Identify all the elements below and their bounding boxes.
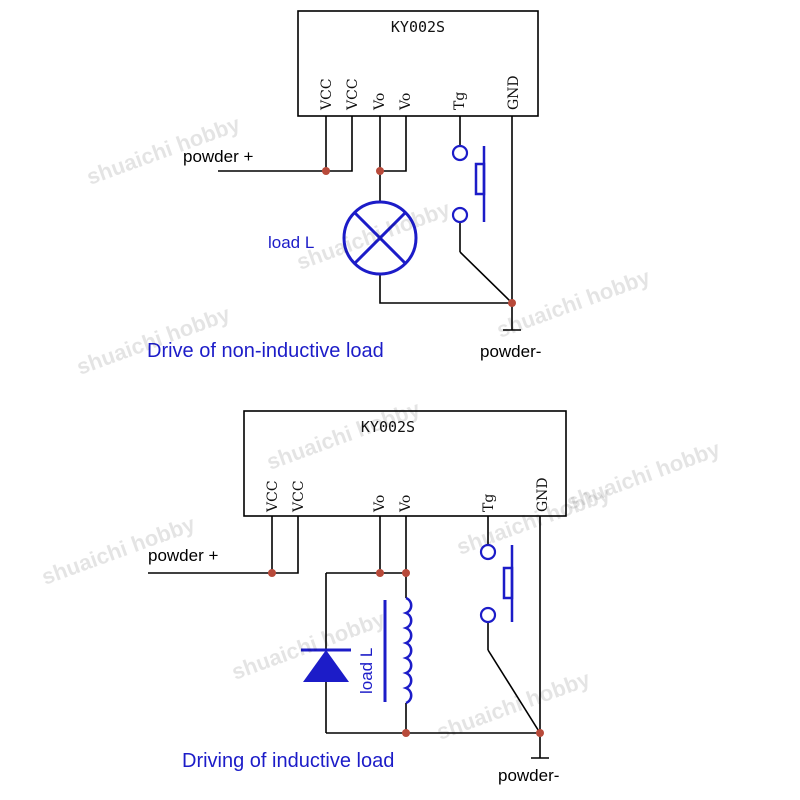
bottom-inductor-icon	[383, 596, 413, 705]
bottom-pin-vcc-1: VCC	[265, 480, 281, 513]
top-circuit: KY002S VCC VCC Vo Vo Tg GND	[147, 10, 541, 362]
top-power-minus-label: powder-	[480, 342, 541, 361]
bottom-pin-tg: Tg	[481, 494, 497, 512]
watermark-text: shuaichi hobby	[293, 196, 454, 275]
top-junction-vcc	[322, 167, 330, 175]
bottom-diode-icon	[301, 648, 351, 682]
top-load-label: load L	[268, 233, 314, 252]
bottom-junction-vo-1	[376, 569, 384, 577]
bottom-power-plus-label: powder +	[148, 546, 218, 565]
bottom-caption: Driving of inductive load	[182, 750, 394, 772]
bottom-chip-box	[243, 410, 567, 517]
top-junction-vo	[376, 167, 384, 175]
top-pin-tg: Tg	[452, 92, 468, 110]
top-pin-vcc-1: VCC	[319, 78, 335, 111]
bottom-junction-gnd	[536, 729, 544, 737]
bottom-wires	[148, 516, 549, 759]
top-pin-vcc-2: VCC	[345, 78, 361, 111]
top-chip-box	[297, 10, 539, 117]
bottom-junction-inductor	[402, 729, 410, 737]
watermark-text: shuaichi hobby	[493, 264, 654, 343]
top-wires	[218, 116, 521, 331]
bottom-load-label: load L	[357, 648, 376, 694]
watermark-text: shuaichi hobby	[563, 436, 724, 515]
top-junction-gnd	[508, 299, 516, 307]
bottom-power-minus-label: powder-	[498, 766, 559, 785]
bottom-circuit: KY002S VCC VCC Vo Vo Tg GND	[148, 410, 567, 785]
bottom-pin-vcc-2: VCC	[291, 480, 307, 513]
top-chip-name: KY002S	[391, 18, 445, 36]
bottom-pin-vo-1: Vo	[372, 495, 388, 513]
top-pin-vo-1: Vo	[372, 93, 388, 111]
bottom-switch-icon	[479, 543, 514, 624]
bottom-junction-vo-2	[402, 569, 410, 577]
bottom-pin-vo-2: Vo	[398, 495, 414, 513]
bottom-chip-name: KY002S	[361, 418, 415, 436]
top-caption: Drive of non-inductive load	[147, 340, 384, 362]
top-lamp-icon	[342, 200, 418, 276]
top-pin-vo-2: Vo	[398, 93, 414, 111]
top-power-plus-label: powder +	[183, 147, 253, 166]
top-pin-gnd: GND	[506, 75, 522, 110]
watermarks: shuaichi hobby shuaichi hobby shuaichi h…	[38, 111, 724, 745]
bottom-junction-vcc	[268, 569, 276, 577]
bottom-pin-gnd: GND	[535, 477, 551, 512]
top-switch-icon	[451, 144, 486, 224]
